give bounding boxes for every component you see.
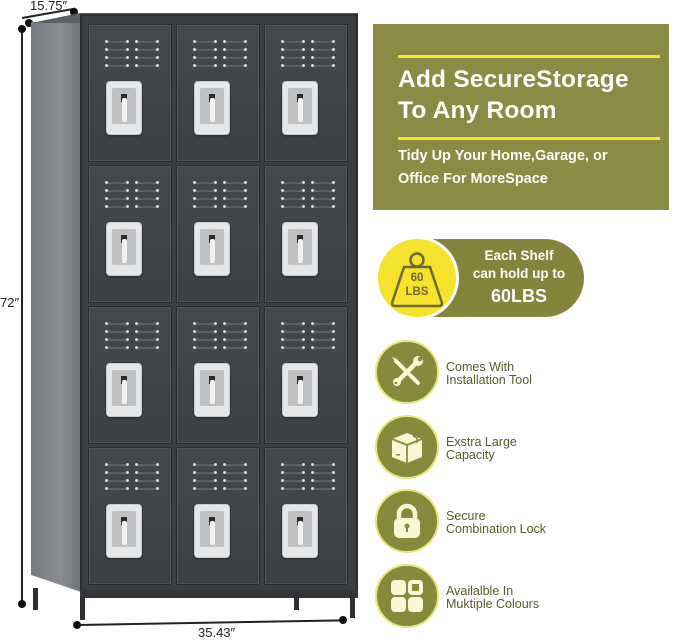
door-handle bbox=[194, 363, 230, 417]
feature-combination-lock: Secure Combination Lock bbox=[373, 489, 633, 559]
banner-title: Add SecureStorage To Any Room bbox=[398, 64, 668, 126]
banner-title-line2: To Any Room bbox=[398, 97, 557, 124]
cabinet-leg bbox=[80, 596, 85, 620]
locker-door bbox=[88, 165, 172, 303]
feature-label: Exstra Large Capacity bbox=[446, 436, 517, 462]
door-handle bbox=[194, 81, 230, 135]
vent-slots bbox=[105, 462, 159, 502]
feature-label-line2: Muktiple Colours bbox=[446, 597, 540, 611]
locker-door bbox=[176, 24, 260, 162]
padlock-icon bbox=[375, 489, 439, 553]
locker-door bbox=[264, 306, 348, 444]
feature-extra-large-capacity: Exstra Large Capacity bbox=[373, 415, 633, 485]
locker-door bbox=[264, 447, 348, 585]
feature-label-line1: Comes With bbox=[446, 360, 515, 374]
weight-icon-unit: LBS bbox=[405, 286, 429, 298]
door-handle bbox=[194, 222, 230, 276]
vent-slots bbox=[281, 321, 335, 361]
feature-label-line2: Capacity bbox=[446, 448, 495, 462]
banner-accent-line-bottom bbox=[398, 137, 660, 140]
feature-label: Comes With Installation Tool bbox=[446, 361, 532, 387]
door-handle bbox=[282, 363, 318, 417]
feature-label: Availalble In Muktiple Colours bbox=[446, 585, 539, 611]
color-swatches-icon bbox=[375, 564, 439, 628]
banner-title-line1: Add SecureStorage bbox=[398, 66, 629, 93]
headline-banner: Add SecureStorage To Any Room Tidy Up Yo… bbox=[373, 24, 669, 210]
locker-door bbox=[88, 24, 172, 162]
height-label: 72″ bbox=[0, 293, 20, 312]
locker-door bbox=[264, 165, 348, 303]
capacity-badge: 60 LBS bbox=[375, 236, 459, 320]
dimension-endpoint bbox=[70, 8, 78, 16]
door-handle bbox=[106, 81, 142, 135]
vent-slots bbox=[193, 180, 247, 220]
feature-label-line1: Secure bbox=[446, 509, 486, 523]
vent-slots bbox=[105, 321, 159, 361]
capacity-line3: 60LBS bbox=[490, 286, 548, 306]
door-handle bbox=[282, 504, 318, 558]
locker-door bbox=[88, 447, 172, 585]
dimension-endpoint bbox=[18, 600, 26, 608]
dimension-endpoint bbox=[73, 621, 81, 629]
cabinet-base bbox=[80, 590, 358, 598]
feature-label: Secure Combination Lock bbox=[446, 510, 546, 536]
width-label: 35.43″ bbox=[198, 625, 236, 640]
height-dimension-line bbox=[21, 30, 23, 602]
door-handle bbox=[282, 81, 318, 135]
banner-accent-line-top bbox=[398, 55, 660, 58]
feature-installation-tool: Comes With Installation Tool bbox=[373, 340, 633, 410]
door-handle bbox=[282, 222, 318, 276]
vent-slots bbox=[105, 39, 159, 79]
vent-slots bbox=[193, 321, 247, 361]
locker-door bbox=[88, 306, 172, 444]
door-handle bbox=[106, 363, 142, 417]
vent-slots bbox=[281, 39, 335, 79]
dimension-endpoint bbox=[25, 19, 33, 27]
banner-subtitle-line2: Office For MoreSpace bbox=[398, 171, 548, 187]
door-handle bbox=[194, 504, 230, 558]
vent-slots bbox=[281, 180, 335, 220]
vent-slots bbox=[281, 462, 335, 502]
capacity-line2: can hold up to bbox=[472, 266, 566, 281]
dimension-endpoint bbox=[18, 25, 26, 33]
feature-label-line2: Installation Tool bbox=[446, 373, 532, 387]
cabinet-side-panel bbox=[31, 22, 81, 592]
banner-subtitle: Tidy Up Your Home,Garage, or Office For … bbox=[398, 145, 668, 191]
locker-door bbox=[176, 165, 260, 303]
locker-door bbox=[264, 24, 348, 162]
cabinet-leg bbox=[33, 588, 38, 610]
capacity-line1: Each Shelf bbox=[484, 248, 554, 263]
door-handle bbox=[106, 222, 142, 276]
feature-label-line1: Exstra Large bbox=[446, 435, 517, 449]
banner-subtitle-line1: Tidy Up Your Home,Garage, or bbox=[398, 148, 608, 164]
cabinet-leg bbox=[294, 592, 299, 610]
weight-icon-number: 60 bbox=[410, 272, 424, 284]
locker-door bbox=[176, 306, 260, 444]
tools-icon bbox=[375, 340, 439, 404]
dimension-endpoint bbox=[339, 616, 347, 624]
vent-slots bbox=[193, 462, 247, 502]
depth-label: 15.75″ bbox=[30, 0, 68, 13]
feature-multiple-colours: Availalble In Muktiple Colours bbox=[373, 564, 633, 634]
locker-door bbox=[176, 447, 260, 585]
feature-label-line2: Combination Lock bbox=[446, 522, 547, 536]
cabinet-leg bbox=[350, 596, 355, 618]
vent-slots bbox=[193, 39, 247, 79]
box-icon bbox=[375, 415, 439, 479]
capacity-text: Each Shelf can hold up to 60LBS bbox=[456, 247, 582, 308]
feature-label-line1: Availalble In bbox=[446, 584, 514, 598]
vent-slots bbox=[105, 180, 159, 220]
door-handle bbox=[106, 504, 142, 558]
weight-icon bbox=[390, 252, 444, 308]
